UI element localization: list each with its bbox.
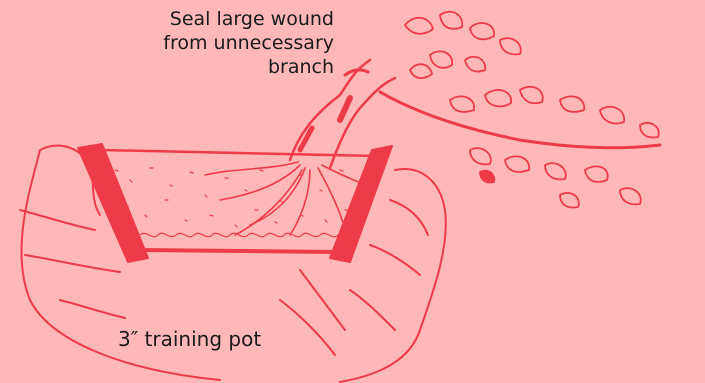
wound-annotation: Seal large wound from unnecessary branch bbox=[163, 7, 334, 79]
wound-annotation-line-2: from unnecessary bbox=[163, 31, 334, 55]
soil bbox=[115, 168, 357, 237]
trunk bbox=[290, 60, 660, 168]
wound-annotation-line-1: Seal large wound bbox=[163, 7, 334, 31]
training-pot bbox=[78, 144, 392, 262]
pot-annotation: 3″ training pot bbox=[118, 327, 261, 351]
roots bbox=[205, 162, 365, 235]
wound-annotation-line-3: branch bbox=[163, 55, 334, 79]
foliage bbox=[405, 12, 659, 208]
